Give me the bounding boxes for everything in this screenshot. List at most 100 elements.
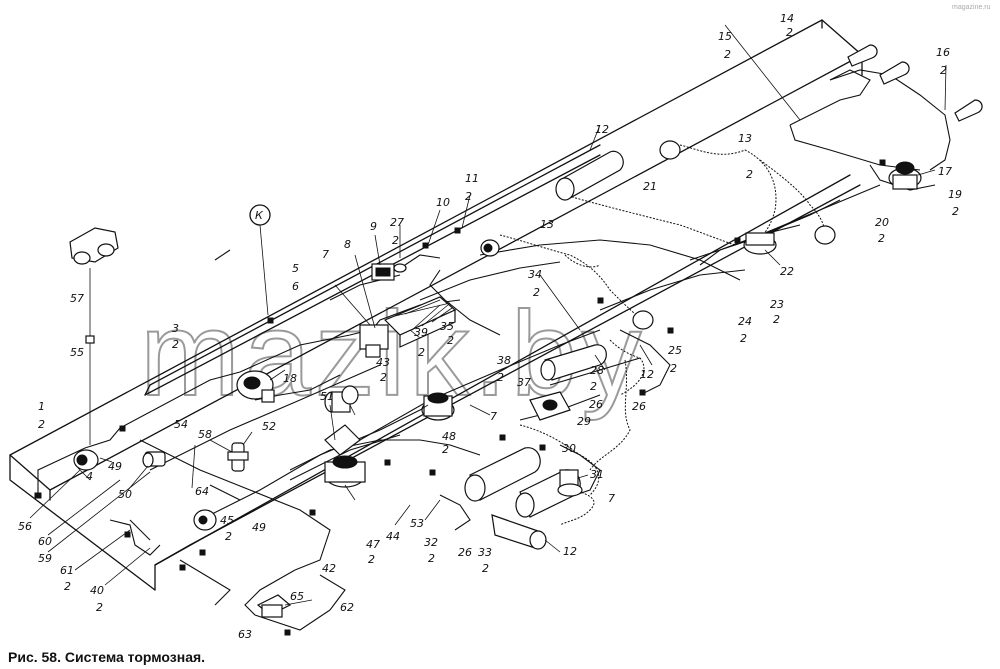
corner-watermark: magazine.ru xyxy=(952,4,991,11)
figure-caption: Рис. 58. Система тормозная. xyxy=(8,649,206,665)
label-40: 40 xyxy=(90,584,104,597)
label-6: 6 xyxy=(292,280,299,293)
label-45: 45 xyxy=(220,514,234,527)
label-19: 19 xyxy=(948,188,962,201)
label-34: 34 xyxy=(528,268,542,281)
label-12-top: 12 xyxy=(595,123,609,136)
label-35-qty: 2 xyxy=(447,334,454,347)
label-16-qty: 2 xyxy=(940,64,947,77)
label-47: 47 xyxy=(366,538,380,551)
label-28-qty: 2 xyxy=(590,380,597,393)
label-9: 9 xyxy=(370,220,377,233)
label-56: 56 xyxy=(18,520,32,533)
label-53: 53 xyxy=(410,517,424,530)
valve-icon xyxy=(888,161,922,190)
label-15-qty: 2 xyxy=(724,48,731,61)
label-23: 23 xyxy=(770,298,784,311)
label-27: 27 xyxy=(390,216,404,229)
label-21: 21 xyxy=(643,180,657,193)
brake-chamber-icon xyxy=(73,449,99,471)
label-23-qty: 2 xyxy=(773,313,780,326)
label-42: 42 xyxy=(322,562,336,575)
label-51: 51 xyxy=(320,390,334,403)
brake-chamber-icon xyxy=(193,509,217,531)
label-43: 43 xyxy=(376,356,390,369)
label-24: 24 xyxy=(738,315,752,328)
label-37: 37 xyxy=(517,376,531,389)
label-31: 31 xyxy=(590,468,604,481)
label-39-qty: 2 xyxy=(418,346,425,359)
label-61-qty: 2 xyxy=(64,580,71,593)
label-20: 20 xyxy=(875,216,889,229)
label-27-qty: 2 xyxy=(392,234,399,247)
label-49-b: 49 xyxy=(252,521,266,534)
leader-lines xyxy=(29,24,947,606)
label-60: 60 xyxy=(38,535,52,548)
label-59: 59 xyxy=(38,552,52,565)
label-3-qty: 2 xyxy=(172,338,179,351)
label-24-qty: 2 xyxy=(740,332,747,345)
label-25: 25 xyxy=(668,344,682,357)
label-14-qty: 2 xyxy=(786,26,793,39)
label-63: 63 xyxy=(238,628,252,641)
brake-chamber-icon xyxy=(632,310,654,330)
brake-chamber-icon xyxy=(814,225,836,245)
label-39: 39 xyxy=(414,326,428,339)
label-29: 29 xyxy=(577,415,591,428)
flexible-hoses xyxy=(499,144,826,526)
label-38: 38 xyxy=(497,354,511,367)
valve-icon xyxy=(142,451,166,468)
valve-icon xyxy=(557,469,583,497)
label-19-qty: 2 xyxy=(952,205,959,218)
label-20-qty: 2 xyxy=(878,232,885,245)
valve-icon xyxy=(324,385,359,413)
label-55: 55 xyxy=(70,346,84,359)
k-connection-point xyxy=(249,204,271,316)
label-35: 35 xyxy=(440,320,454,333)
label-22: 22 xyxy=(780,265,794,278)
air-receiver-icon xyxy=(540,344,607,381)
label-11: 11 xyxy=(465,172,479,185)
label-33: 33 xyxy=(478,546,492,559)
label-12-mid: 12 xyxy=(640,368,654,381)
label-13-top-qty: 2 xyxy=(746,168,753,181)
valve-icon xyxy=(743,232,777,255)
part-labels: К 1 2 3 2 4 5 6 7 8 9 10 11 2 27 2 12 13… xyxy=(18,12,962,641)
pipe-fittings xyxy=(34,159,886,636)
label-62: 62 xyxy=(340,601,354,614)
label-1-qty: 2 xyxy=(38,418,45,431)
label-48: 48 xyxy=(442,430,456,443)
valve-icon xyxy=(227,442,249,472)
label-7-mid: 7 xyxy=(490,410,497,423)
label-45-qty: 2 xyxy=(225,530,232,543)
air-receiver-icon xyxy=(491,514,547,550)
label-26-a: 26 xyxy=(589,398,603,411)
label-58: 58 xyxy=(198,428,212,441)
valve-icon xyxy=(256,594,292,618)
components xyxy=(34,44,983,636)
label-65: 65 xyxy=(290,590,304,603)
label-14: 14 xyxy=(780,12,794,25)
label-13-mid: 13 xyxy=(540,218,554,231)
label-40-qty: 2 xyxy=(96,601,103,614)
label-61: 61 xyxy=(60,564,74,577)
label-18: 18 xyxy=(283,372,297,385)
label-5: 5 xyxy=(292,262,299,275)
label-57: 57 xyxy=(70,292,84,305)
coupling-head-icon xyxy=(847,44,983,122)
label-33-qty: 2 xyxy=(482,562,489,575)
label-11-qty: 2 xyxy=(465,190,472,203)
label-50: 50 xyxy=(118,488,132,501)
valve-icon xyxy=(529,391,571,421)
label-47-qty: 2 xyxy=(368,553,375,566)
label-32-qty: 2 xyxy=(428,552,435,565)
label-43-qty: 2 xyxy=(380,371,387,384)
label-7: 7 xyxy=(322,248,329,261)
label-17: 17 xyxy=(938,165,952,178)
label-13-top: 13 xyxy=(738,132,752,145)
label-1: 1 xyxy=(38,400,45,413)
valve-icon xyxy=(236,370,275,403)
label-44: 44 xyxy=(386,530,400,543)
compressor-icon xyxy=(359,296,457,358)
label-15: 15 xyxy=(718,30,732,43)
